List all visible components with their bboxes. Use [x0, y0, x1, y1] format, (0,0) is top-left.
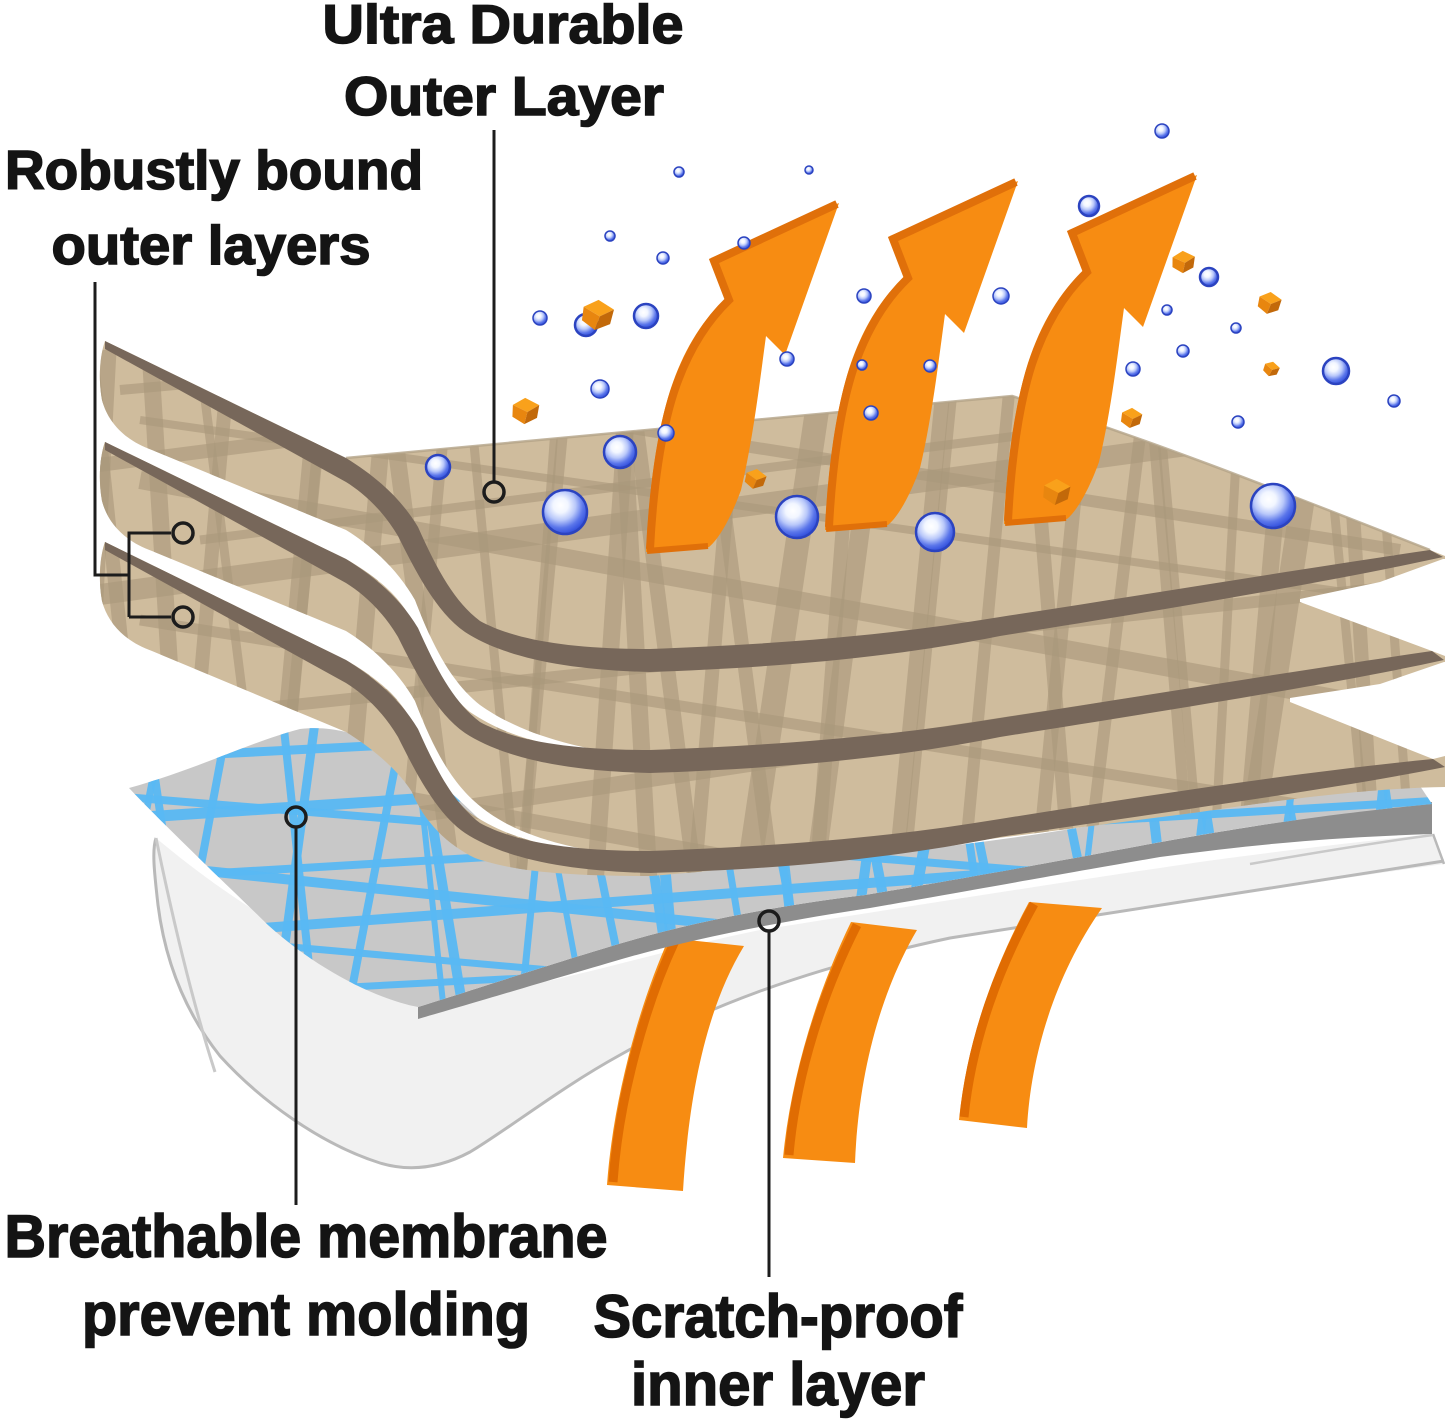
svg-text:outer layers: outer layers	[52, 214, 371, 276]
svg-text:Breathable membrane: Breathable membrane	[5, 1203, 608, 1270]
svg-text:Scratch-proof: Scratch-proof	[594, 1283, 964, 1350]
svg-text:inner layer: inner layer	[631, 1351, 925, 1418]
svg-text:Robustly bound: Robustly bound	[5, 139, 423, 201]
svg-text:prevent molding: prevent molding	[82, 1281, 530, 1348]
svg-text:Outer Layer: Outer Layer	[344, 65, 664, 127]
svg-text:Ultra Durable: Ultra Durable	[323, 0, 684, 55]
